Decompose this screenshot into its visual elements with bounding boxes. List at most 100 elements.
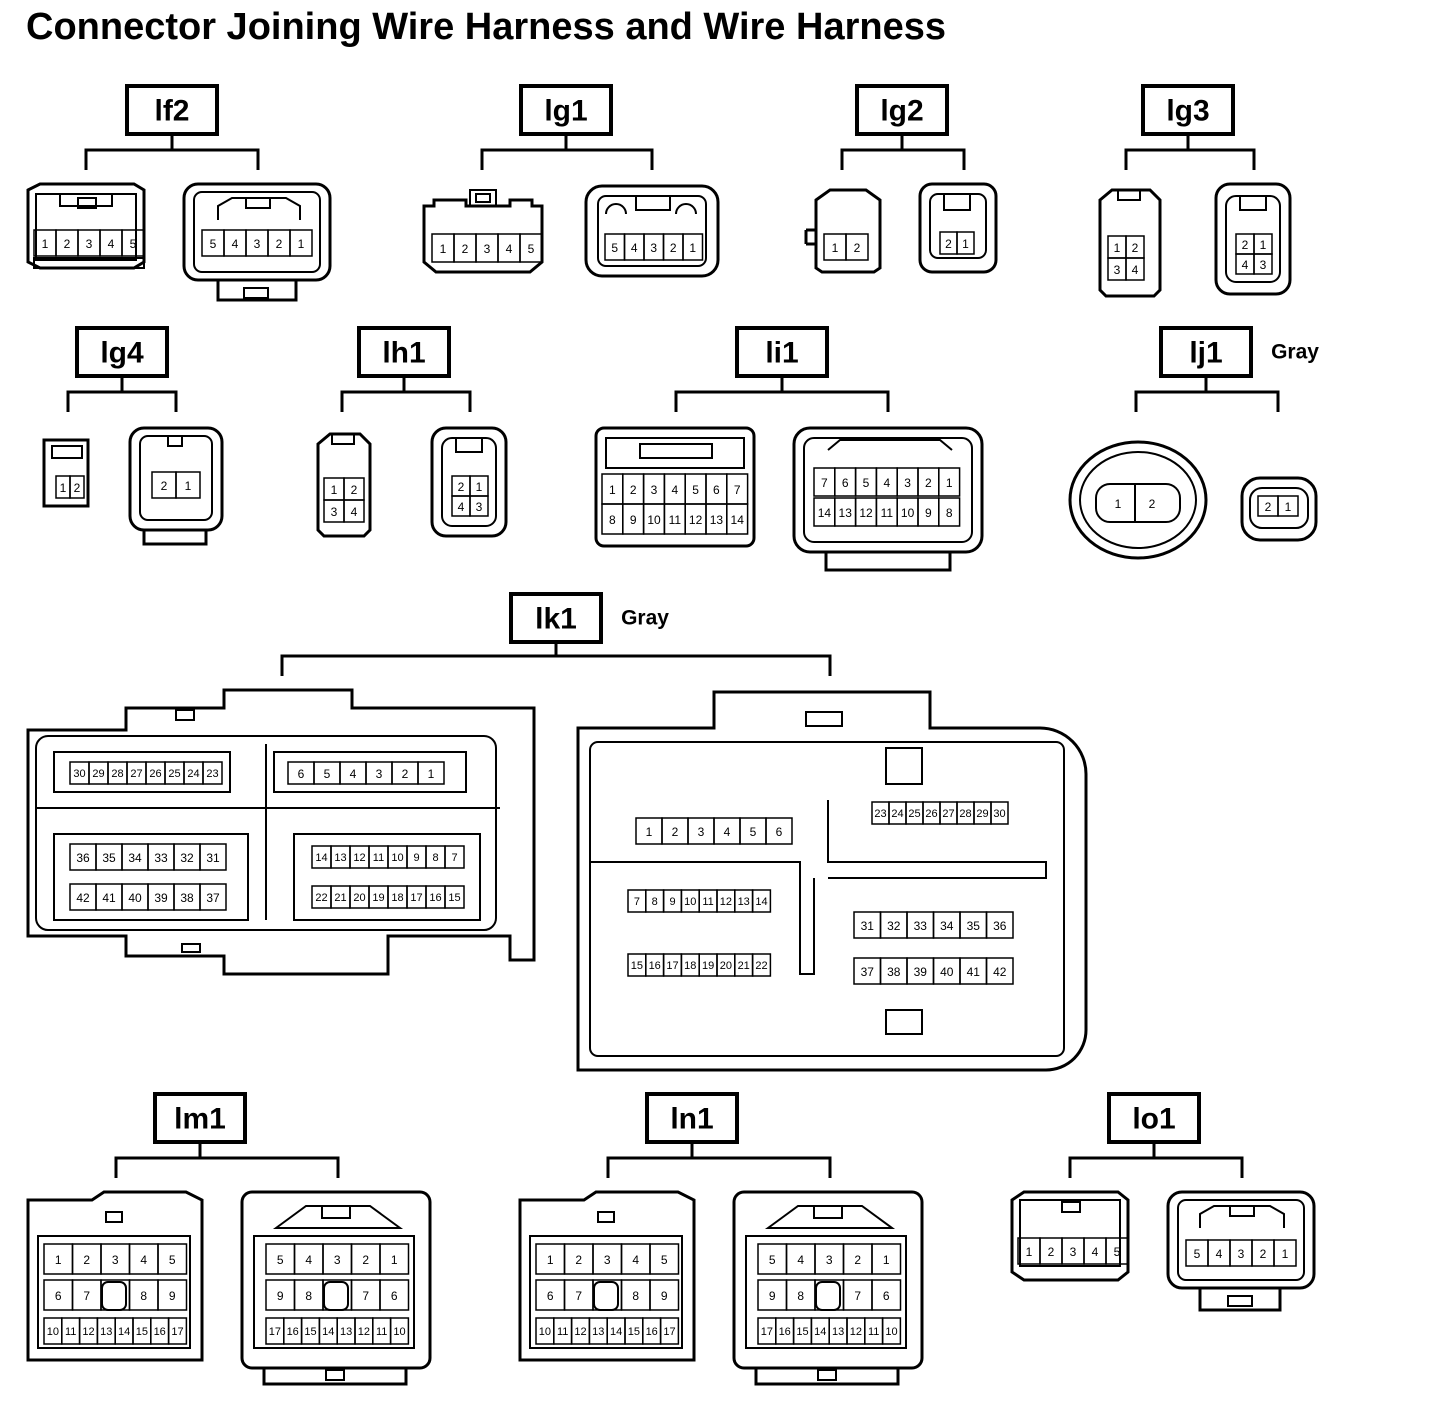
pin-label: 2: [458, 480, 465, 494]
pin-label: 30: [993, 808, 1005, 820]
pin-label: 15: [448, 892, 460, 904]
pin-label: 12: [353, 852, 365, 864]
pin-label: 13: [340, 1326, 352, 1338]
pin-label: 11: [65, 1326, 76, 1338]
pin-label: 1: [298, 237, 305, 251]
pin-label: 1: [440, 242, 447, 256]
pin-label: 17: [171, 1326, 183, 1338]
pin-label: 12: [358, 1326, 370, 1338]
pin-label: 9: [169, 1289, 176, 1303]
connector-label: lg2: [880, 95, 923, 128]
pin-label: 22: [755, 960, 767, 972]
pin-label: 2: [462, 242, 469, 256]
pin-label: 4: [1216, 1247, 1223, 1261]
pin-label: 1: [1285, 500, 1292, 514]
pin-label: 1: [1282, 1247, 1289, 1261]
pin-label: 16: [646, 1326, 658, 1338]
pin-label: 2: [1260, 1247, 1267, 1261]
pin-label: 29: [976, 808, 988, 820]
pin-label: 40: [940, 965, 954, 979]
pin-label: 33: [154, 851, 168, 865]
pin-label: 7: [634, 896, 640, 908]
pin-label: 27: [942, 808, 954, 820]
pin-label: 7: [821, 476, 828, 490]
pin-label: 10: [901, 506, 915, 520]
pin-label: 7: [854, 1289, 861, 1303]
pin-label: 42: [993, 965, 1007, 979]
pin-label: 5: [169, 1253, 176, 1267]
pin-label: 4: [1242, 258, 1249, 272]
pin-label: 13: [738, 896, 750, 908]
pin-label: 20: [720, 960, 732, 972]
pin-label: 3: [112, 1253, 119, 1267]
pin-label: 31: [206, 851, 220, 865]
pin-label: 16: [287, 1326, 299, 1338]
pin-label: 11: [373, 852, 384, 864]
pin-label: 13: [100, 1326, 112, 1338]
pin-label: 1: [1026, 1245, 1033, 1259]
pin-label: 12: [689, 513, 703, 527]
pin-label: 2: [1149, 497, 1156, 511]
pin-label: 6: [547, 1289, 554, 1303]
pin-label: 1: [689, 241, 696, 255]
pin-label: 9: [669, 896, 675, 908]
pin-label: 15: [136, 1326, 148, 1338]
connector-label: lo1: [1132, 1103, 1175, 1136]
pin-label: 13: [710, 513, 724, 527]
connector-label: lg1: [544, 95, 587, 128]
pin-label: 2: [1242, 238, 1249, 252]
pin-label: 39: [914, 965, 928, 979]
pin-label: 4: [232, 237, 239, 251]
pin-label: 5: [130, 237, 137, 251]
pin-label: 28: [959, 808, 971, 820]
pin-label: 41: [102, 891, 116, 905]
pin-label: 7: [83, 1289, 90, 1303]
pin-label: 14: [755, 896, 767, 908]
page-title: Connector Joining Wire Harness and Wire …: [26, 6, 946, 48]
pin-label: 3: [651, 483, 658, 497]
pin-label: 23: [874, 808, 886, 820]
pin-label: 15: [631, 960, 643, 972]
pin-label: 19: [702, 960, 714, 972]
pin-label: 37: [206, 891, 220, 905]
pin-label: 2: [276, 237, 283, 251]
pin-label: 8: [140, 1289, 147, 1303]
connector-label: lh1: [382, 337, 425, 370]
pin-label: 10: [539, 1326, 551, 1338]
pin-label: 1: [547, 1253, 554, 1267]
pin-label: 11: [669, 513, 682, 527]
pin-label: 11: [376, 1326, 387, 1338]
pin-label: 13: [832, 1326, 844, 1338]
pin-label: 1: [391, 1253, 398, 1267]
pin-label: 1: [1114, 241, 1121, 255]
pin-label: 6: [883, 1289, 890, 1303]
pin-label: 6: [842, 476, 849, 490]
pin-label: 36: [76, 851, 90, 865]
pin-label: 2: [64, 237, 71, 251]
pin-label: 39: [154, 891, 168, 905]
pin-label: 18: [391, 892, 403, 904]
connector-label: li1: [765, 337, 798, 370]
pin-label: 22: [315, 892, 327, 904]
pin-label: 9: [277, 1289, 284, 1303]
pin-label: 14: [814, 1326, 826, 1338]
pin-label: 7: [451, 852, 457, 864]
pin-label: 19: [372, 892, 384, 904]
pin-label: 29: [92, 768, 104, 780]
pin-label: 28: [111, 768, 123, 780]
pin-label: 8: [946, 506, 953, 520]
pin-label: 15: [304, 1326, 316, 1338]
pin-label: 1: [946, 476, 953, 490]
pin-label: 4: [797, 1253, 804, 1267]
pin-label: 1: [60, 481, 67, 495]
pin-label: 1: [883, 1253, 890, 1267]
pin-label: 25: [908, 808, 920, 820]
pin-label: 24: [891, 808, 903, 820]
